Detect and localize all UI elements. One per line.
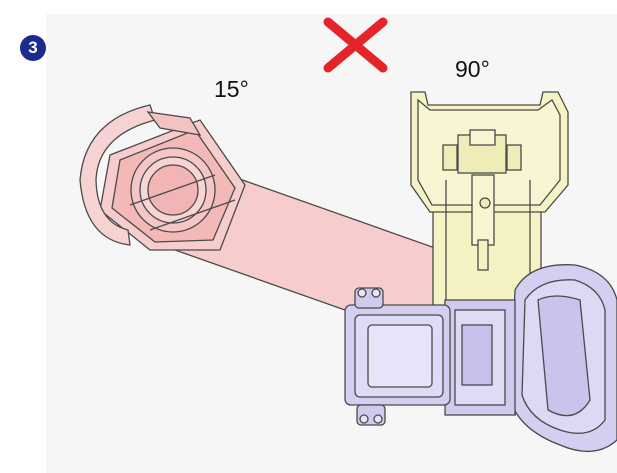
x-mark-icon	[323, 17, 388, 73]
arm-15-degree	[79, 104, 601, 417]
angle-label-90: 90°	[455, 56, 490, 82]
detector-assembly	[344, 264, 617, 453]
angle-label-15: 15°	[214, 76, 249, 102]
step-number-badge: 3	[20, 35, 46, 61]
arm-90-degree	[410, 91, 569, 321]
